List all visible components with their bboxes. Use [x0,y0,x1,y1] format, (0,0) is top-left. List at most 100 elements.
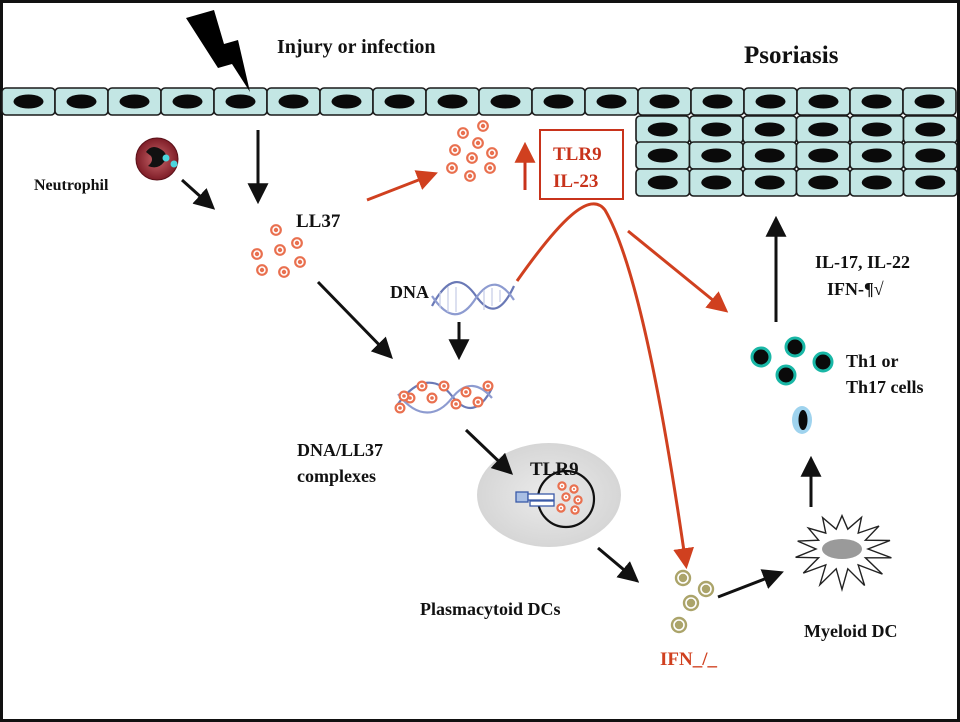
neutrophil-label: Neutrophil [34,177,109,194]
arrow-ll37-to-complexes [316,280,393,360]
cell-nucleus [861,94,892,109]
cell-nucleus [437,94,468,109]
psoriasis-title: Psoriasis [744,42,839,69]
ifn-dot-core [701,584,711,594]
ll37-label: LL37 [296,211,341,232]
internalized-dot-core [573,488,575,490]
cell-nucleus [278,94,309,109]
pdc-label: Plasmacytoid DCs [420,599,561,619]
internalized-complex-dots [556,481,583,515]
ll37-peptide-cluster-released [446,120,498,182]
cell-nucleus [119,94,150,109]
ifn-label: IFN_/_ [660,649,718,670]
complex-dot-core [420,384,424,388]
cell-nucleus [914,94,945,109]
th-label-line1: Th1 or [846,351,899,371]
cell-nucleus [647,148,678,163]
ll37-dot-core [469,155,475,161]
ll37-dot-core [273,227,279,233]
dna-label: DNA [390,282,429,302]
tlr9-il23-box [539,129,624,200]
cell-nucleus [755,94,786,109]
red-arrows [366,170,729,570]
th-cell [784,336,806,358]
ll37-dot-core [277,247,283,253]
cell-nucleus [172,94,203,109]
cell-nucleus [649,94,680,109]
cell-nucleus [808,122,839,137]
cell-nucleus [915,175,946,190]
th-cell [750,346,772,368]
arrow-pdc-to-ifn [597,546,640,583]
ll37-dot-core [254,251,260,257]
dna-ll37-complex-icon [394,380,494,414]
cell-nucleus [384,94,415,109]
ll37-dot-core [449,165,455,171]
cell-nucleus [13,94,44,109]
naive-t-cell-nucleus [798,410,808,430]
cell-nucleus [915,122,946,137]
complexes-label-line2: complexes [297,466,376,486]
cell-nucleus [861,122,892,137]
ll37-dot-core [259,267,265,273]
th-cell [812,351,834,373]
epidermis-cell-layers [1,87,958,197]
cell-nucleus [808,94,839,109]
th-label-line2: Th17 cells [846,377,924,397]
cell-nucleus [225,94,256,109]
cell-nucleus [915,148,946,163]
neutrophil-cell-icon [135,137,179,181]
ll37-peptide-cluster [251,224,306,278]
th-cell-group [750,336,834,386]
ll37-dot-core [297,259,303,265]
ll37-dot-core [467,173,473,179]
arrow-complexes-to-pdc [464,428,514,475]
complex-dot-core [486,384,490,388]
cell-nucleus [331,94,362,109]
arrow-ifn-to-myeloid [717,569,784,599]
ll37-dot-core [281,269,287,275]
cell-nucleus [490,94,521,109]
arrow-dna-to-ifn [515,202,694,570]
cell-nucleus [754,175,785,190]
cell-nucleus [543,94,574,109]
complex-dot-core [464,390,468,394]
ifn-dot-core [678,573,688,583]
ll37-dot-core [480,123,486,129]
il23-box-label: IL-23 [553,171,598,192]
complex-dot-core [454,402,458,406]
cell-nucleus [754,122,785,137]
arrow-tlr9-to-th [627,229,729,313]
complexes-label-line1: DNA/LL37 [297,440,383,460]
cell-nucleus [701,122,732,137]
cell-nucleus [861,175,892,190]
complex-dot-core [402,394,406,398]
ll37-dot-core [452,147,458,153]
ll37-dot-core [487,165,493,171]
dna-helix-icon [431,280,515,316]
ifn-dot-core [674,620,684,630]
cytokines-line1: IL-17, IL-22 [815,252,910,272]
complex-dot-core [398,406,402,410]
ll37-dot-core [475,140,481,146]
injury-label: Injury or infection [277,36,436,58]
lightning-bolt-icon [186,10,250,92]
tlr9-box-label: TLR9 [553,144,602,165]
internalized-dot-core [577,499,579,501]
internalized-dot-core [560,507,562,509]
cytokines-line2: IFN-¶√ [827,279,884,299]
cell-nucleus [647,175,678,190]
th-cell [775,364,797,386]
cell-nucleus [861,148,892,163]
complex-dot-core [442,384,446,388]
cell-nucleus [701,148,732,163]
cell-nucleus [702,94,733,109]
tlr9-receptor-label: TLR9 [530,459,579,480]
internalized-dot-core [561,485,563,487]
cell-nucleus [754,148,785,163]
cell-nucleus [647,122,678,137]
cell-nucleus [66,94,97,109]
internalized-dot-core [574,509,576,511]
cell-nucleus [596,94,627,109]
